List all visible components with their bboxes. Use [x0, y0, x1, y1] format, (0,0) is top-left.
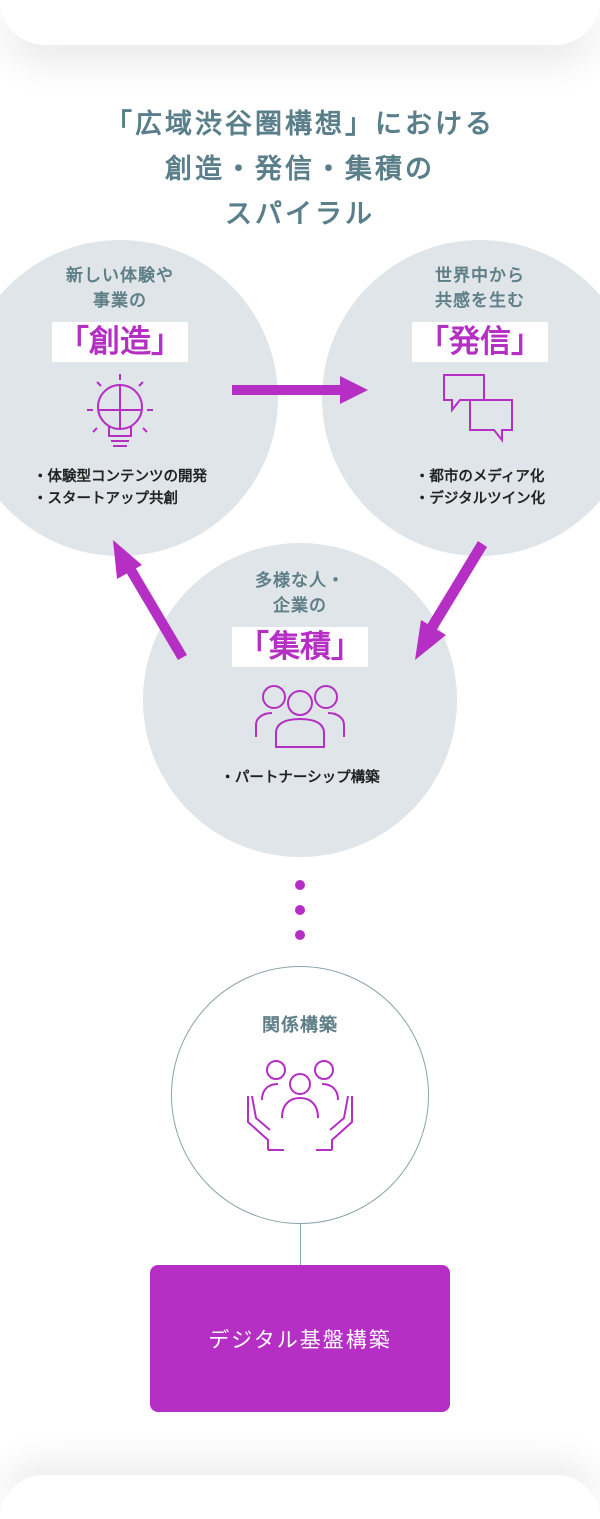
- create-circle: [0, 240, 278, 556]
- create-key: 「創造」: [52, 322, 188, 362]
- title-line: 創造・発信・集積の: [165, 154, 435, 185]
- gather-key: 「集積」: [232, 627, 368, 667]
- relation-circle: 関係構築: [171, 966, 429, 1224]
- gather-item: ・パートナーシップ構築: [220, 770, 380, 786]
- send-circle: [322, 240, 600, 556]
- arrow-create-to-send: [232, 376, 368, 404]
- gather-sub: 企業の: [273, 596, 327, 616]
- create-item: ・スタートアップ共創: [33, 491, 178, 507]
- send-item: ・デジタルツイン化: [414, 491, 546, 507]
- dot: [295, 930, 305, 940]
- send-item: ・都市のメディア化: [414, 469, 545, 485]
- create-content: 新しい体験や 事業の 「創造」 ・体験型コンテンツの開発 ・スタートアップ共創: [0, 264, 240, 510]
- send-content: 世界中から 共感を生む 「発信」 ・都市のメディア化 ・デジタルツイン化: [360, 264, 600, 510]
- digital-base-label: デジタル基盤構築: [208, 1327, 392, 1352]
- create-sub: 事業の: [93, 291, 147, 311]
- dot: [295, 880, 305, 890]
- arrow-send-to-gather: [415, 541, 487, 660]
- digital-base-box: デジタル基盤構築: [150, 1265, 450, 1412]
- gather-sub: 多様な人・: [255, 571, 345, 591]
- relation-label: 関係構築: [262, 1015, 338, 1036]
- gather-circle: [143, 543, 457, 857]
- send-sub: 世界中から: [435, 266, 525, 286]
- create-sub: 新しい体験や: [66, 266, 174, 286]
- dot: [295, 905, 305, 915]
- gather-content: 多様な人・ 企業の 「集積」 ・パートナーシップ構築: [180, 569, 420, 789]
- speech-bubbles-icon: [443, 374, 513, 443]
- diagram-title: 「広域渋谷圏構想」における 創造・発信・集積の スパイラル: [0, 102, 600, 237]
- bottom-card: [0, 1475, 600, 1519]
- cycle-diagram: [0, 240, 600, 857]
- people-group-icon: [255, 685, 345, 748]
- arrow-gather-to-create: [113, 540, 187, 660]
- title-line: スパイラル: [225, 199, 375, 230]
- create-item: ・体験型コンテンツの開発: [33, 469, 207, 485]
- send-key: 「発信」: [412, 322, 548, 362]
- send-sub: 共感を生む: [435, 291, 525, 311]
- title-line: 「広域渋谷圏構想」における: [105, 109, 495, 140]
- top-card: [0, 0, 600, 45]
- lightbulb-puzzle-icon: [87, 374, 153, 447]
- connector-line: [300, 1224, 301, 1266]
- hands-people-icon: [247, 1060, 353, 1151]
